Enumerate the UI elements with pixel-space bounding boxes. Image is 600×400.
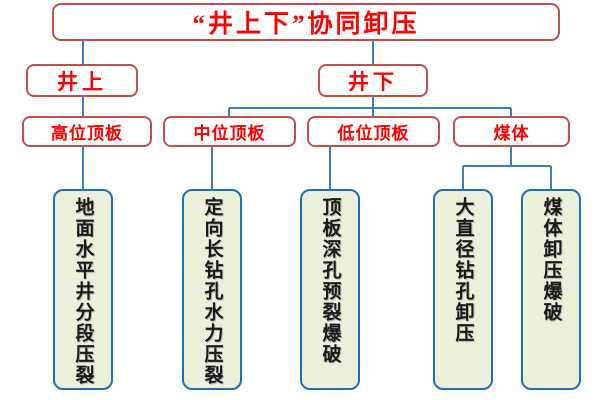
- leaf-label: 定向长钻孔水力压裂: [201, 197, 223, 386]
- leaf-label: 顶板深孔预裂爆破: [319, 197, 341, 365]
- leaf-large-diameter-borehole-pressure-relief[interactable]: 大直径钻孔卸压: [433, 189, 493, 390]
- node-coal-body[interactable]: 煤体: [453, 116, 570, 147]
- node-surface[interactable]: 井上: [26, 64, 138, 97]
- node-title[interactable]: “井上下”协同卸压: [52, 3, 560, 41]
- leaf-surface-horizontal-well-staged-fracturing[interactable]: 地面水平井分段压裂: [53, 189, 113, 390]
- leaf-coal-body-pressure-relief-blasting[interactable]: 煤体卸压爆破: [521, 189, 581, 390]
- node-underground[interactable]: 井下: [318, 64, 428, 97]
- node-high-roof[interactable]: 高位顶板: [22, 116, 152, 147]
- leaf-directional-long-borehole-hydraulic-fracturing[interactable]: 定向长钻孔水力压裂: [182, 189, 242, 390]
- leaf-roof-deep-hole-presplitting-blasting[interactable]: 顶板深孔预裂爆破: [300, 189, 360, 390]
- leaf-label: 地面水平井分段压裂: [72, 197, 94, 386]
- node-low-roof[interactable]: 低位顶板: [307, 116, 440, 147]
- leaf-label: 大直径钻孔卸压: [452, 197, 474, 344]
- leaf-label: 煤体卸压爆破: [540, 197, 562, 323]
- node-mid-roof[interactable]: 中位顶板: [163, 116, 296, 147]
